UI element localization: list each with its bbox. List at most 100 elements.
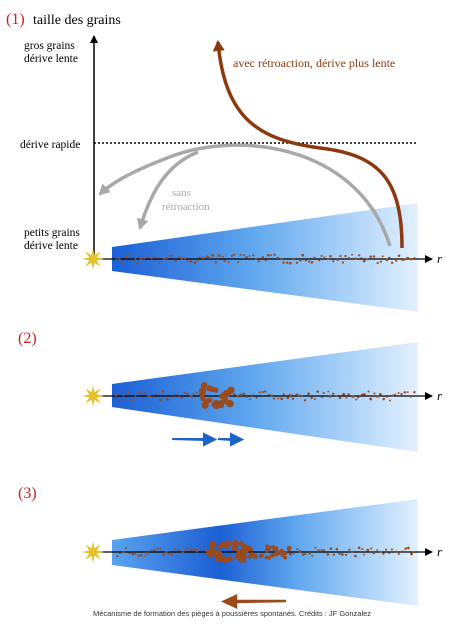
dust-grain xyxy=(213,387,219,393)
dust-grain xyxy=(205,255,209,259)
dust-grain xyxy=(118,257,121,260)
dust-grain xyxy=(339,255,342,258)
dust-grain xyxy=(232,253,236,256)
dust-grain xyxy=(342,392,346,396)
dust-grain xyxy=(245,255,248,259)
grain-row-1 xyxy=(115,253,416,265)
dust-grain xyxy=(226,556,233,562)
dust-grain xyxy=(181,396,184,399)
dust-grain xyxy=(158,261,161,264)
dust-grain xyxy=(130,398,134,402)
dust-grain xyxy=(322,392,325,395)
dust-grain xyxy=(369,397,373,401)
dust-grain xyxy=(326,553,330,556)
dust-grain xyxy=(264,555,269,560)
dust-grain xyxy=(317,549,320,552)
dust-grain xyxy=(152,396,155,399)
dust-grain xyxy=(236,394,239,398)
dust-grain xyxy=(211,253,215,257)
dust-grain xyxy=(327,258,330,261)
dust-grain xyxy=(174,393,177,396)
star-icon xyxy=(82,541,104,563)
dust-grain xyxy=(314,398,316,401)
dust-grain xyxy=(131,552,135,556)
dust-grain xyxy=(252,254,255,257)
dust-grain xyxy=(344,553,348,557)
dust-grain xyxy=(130,259,133,262)
dust-grain xyxy=(355,398,358,401)
figure-caption: Mécanisme de formation des pièges à pous… xyxy=(92,609,372,618)
outward-arrow-icon xyxy=(171,432,218,447)
dust-grain xyxy=(403,391,407,394)
dust-grain xyxy=(125,393,128,396)
dust-grain xyxy=(184,549,187,552)
dust-grain xyxy=(273,253,276,256)
dust-grain xyxy=(236,549,244,557)
dust-grain xyxy=(261,391,264,394)
dust-ring xyxy=(206,539,293,564)
dust-grain xyxy=(382,552,385,555)
dust-grain xyxy=(270,552,276,558)
dust-grain xyxy=(310,396,313,400)
dust-grain xyxy=(162,257,165,260)
dust-grain xyxy=(121,261,124,264)
dust-grain xyxy=(189,548,193,552)
dust-grain xyxy=(292,257,295,261)
dust-grain xyxy=(128,254,131,257)
dust-grain xyxy=(329,254,332,258)
dust-grain xyxy=(198,387,207,395)
dust-grain xyxy=(320,255,323,257)
dust-grain xyxy=(165,256,168,260)
dust-grain xyxy=(361,548,364,551)
dust-grain xyxy=(338,396,342,400)
outward-arrow-icon-small xyxy=(217,432,245,447)
no-feedback-label-2: rétroaction xyxy=(162,201,210,213)
dust-grain xyxy=(363,553,365,556)
dust-grain xyxy=(227,386,235,394)
dust-grain xyxy=(180,257,184,260)
dust-grain xyxy=(298,549,302,553)
dust-grain xyxy=(389,399,391,402)
dust-grain xyxy=(406,256,409,260)
star-icon xyxy=(82,248,104,270)
dust-grain xyxy=(159,398,162,402)
dust-grain xyxy=(222,396,228,402)
dust-grain xyxy=(147,256,149,258)
dust-grain xyxy=(285,261,289,264)
dust-grain xyxy=(254,257,257,260)
dust-grain xyxy=(335,395,338,397)
dust-grain xyxy=(178,395,181,398)
dust-grain xyxy=(397,254,401,257)
dust-grain xyxy=(168,398,171,401)
dust-grain xyxy=(239,393,243,396)
dust-grain xyxy=(314,546,317,549)
dust-grain xyxy=(171,254,174,257)
dust-grain xyxy=(264,259,267,262)
dust-grain xyxy=(233,392,236,396)
dust-grain xyxy=(406,391,409,394)
dust-grain xyxy=(245,395,248,399)
grain-size-axis-title: taille des grains xyxy=(33,13,121,28)
dust-grain xyxy=(332,392,335,395)
dust-grain xyxy=(264,390,267,393)
dust-grain xyxy=(354,554,357,558)
dust-grain xyxy=(304,553,307,556)
dust-grain xyxy=(189,394,193,398)
dust-grain xyxy=(215,557,221,563)
dust-grain xyxy=(223,542,230,549)
dust-grain xyxy=(335,547,339,551)
dust-grain xyxy=(205,550,207,553)
dust-grain xyxy=(332,553,335,556)
panel-2-number: (2) xyxy=(18,330,37,347)
dust-grain xyxy=(200,381,208,389)
dust-grain xyxy=(156,256,159,259)
dust-grain xyxy=(282,550,288,556)
dust-grain xyxy=(171,396,174,398)
dust-grain xyxy=(217,254,221,257)
dust-grain xyxy=(376,549,379,551)
dust-grain xyxy=(307,392,310,396)
dust-grain xyxy=(390,548,393,551)
no-feedback-label: sans xyxy=(172,187,191,199)
dust-grain xyxy=(370,547,373,550)
no-feedback-arrow-short xyxy=(136,150,199,230)
